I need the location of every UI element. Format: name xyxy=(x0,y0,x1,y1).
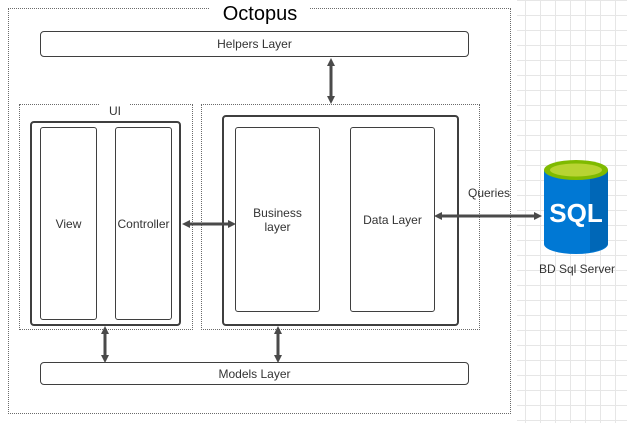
view-label: View xyxy=(55,216,82,231)
business-layer-label: Business layer xyxy=(253,205,302,234)
models-layer-box: Models Layer xyxy=(40,362,469,385)
sql-cylinder-shade xyxy=(590,170,608,252)
sql-database-icon: SQL xyxy=(544,160,608,254)
view-box: View xyxy=(40,127,97,320)
sql-icon-text: SQL xyxy=(549,198,603,228)
business-layer-box: Business layer xyxy=(235,127,320,312)
data-layer-label: Data Layer xyxy=(363,212,422,227)
controller-box: Controller xyxy=(115,127,172,320)
sql-server-label: BD Sql Server xyxy=(538,262,616,276)
models-layer-label: Models Layer xyxy=(218,366,291,381)
queries-label: Queries xyxy=(468,186,511,200)
data-layer-box: Data Layer xyxy=(350,127,435,312)
helpers-layer-label: Helpers Layer xyxy=(217,37,292,51)
sql-cylinder-top-inner xyxy=(550,163,602,177)
ui-group-label: UI xyxy=(100,104,130,118)
diagram-title: Octopus xyxy=(210,1,310,27)
controller-label: Controller xyxy=(117,216,170,231)
helpers-layer-box: Helpers Layer xyxy=(40,31,469,57)
